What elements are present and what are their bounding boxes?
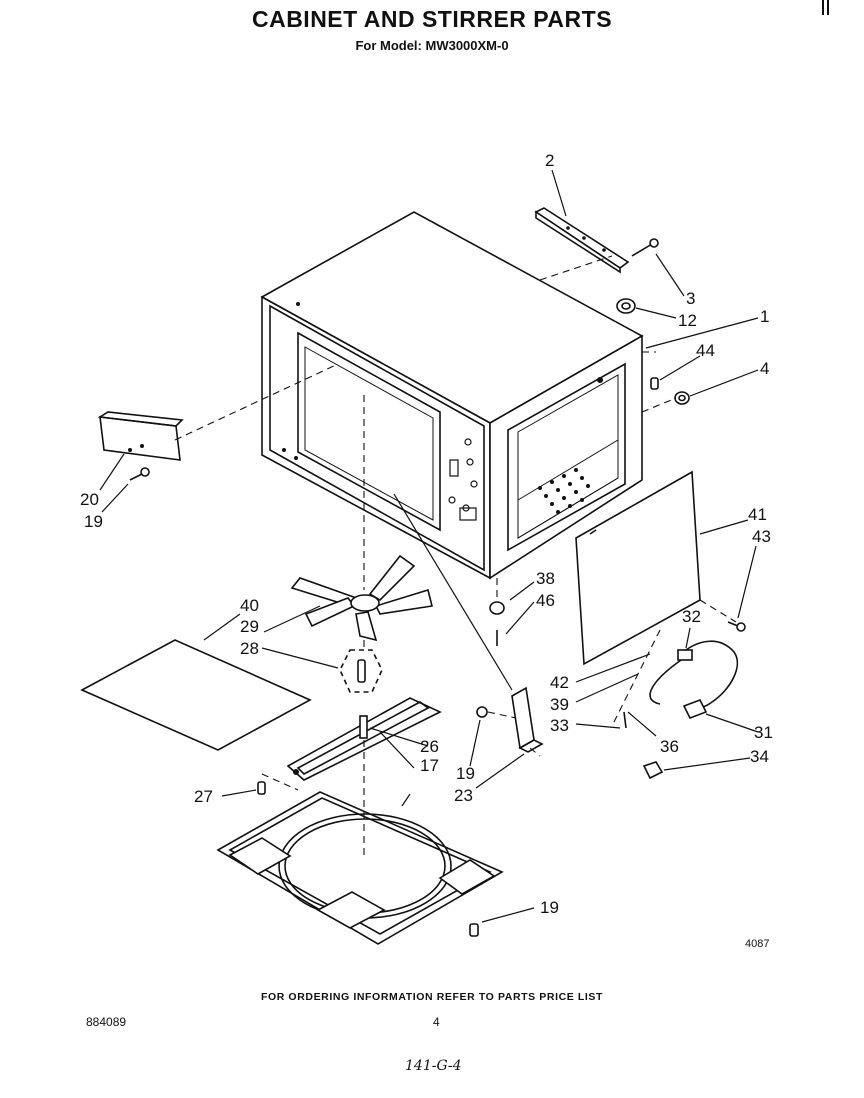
page-title: CABINET AND STIRRER PARTS: [251, 6, 613, 32]
callout: 41: [748, 505, 767, 524]
corner-mark: [820, 0, 832, 16]
callout: 28: [240, 639, 259, 658]
drawing-number: 4087: [745, 938, 770, 950]
guide-line: [393, 493, 513, 691]
callout: 3: [686, 289, 695, 308]
callout: 43: [752, 527, 771, 546]
callout: 34: [750, 747, 769, 766]
callout: 19: [540, 898, 559, 917]
callout: 19: [456, 764, 475, 783]
document-number: 884089: [86, 1015, 127, 1029]
stirrer-cover-28: [339, 649, 383, 693]
panel-holes: [448, 438, 478, 521]
clip-44: [650, 377, 659, 390]
callout: 31: [754, 723, 773, 742]
explode-lines: [174, 255, 737, 860]
callout: 44: [696, 341, 715, 360]
shelf-panel-40: [80, 639, 312, 751]
callout: 26: [420, 737, 439, 756]
callout: 12: [678, 311, 697, 330]
handwritten-note: 141-G-4: [405, 1058, 462, 1074]
top-bracket: [534, 207, 630, 274]
left-bracket-20: [97, 411, 184, 461]
callout: 23: [454, 786, 473, 805]
callout: 46: [536, 591, 555, 610]
callout: 32: [682, 607, 701, 626]
callout: 29: [240, 617, 259, 636]
screw-43: [727, 621, 746, 632]
callout: 33: [550, 716, 569, 735]
callout: 2: [545, 151, 554, 170]
callout: 27: [194, 787, 213, 806]
screw-19-bottom: [469, 923, 479, 937]
strain-relief-34: [642, 761, 664, 780]
callout: 40: [240, 596, 259, 615]
callout: 42: [550, 673, 569, 692]
callout: 4: [760, 359, 769, 378]
power-cord-31: [649, 640, 739, 720]
screw-3: [631, 238, 659, 257]
ordering-instruction: FOR ORDERING INFORMATION REFER TO PARTS …: [260, 991, 604, 1003]
callout: 19: [84, 512, 103, 531]
leader-lines: [99, 169, 759, 923]
model-subtitle: For Model: MW3000XM-0: [355, 38, 509, 53]
callout: 39: [550, 695, 569, 714]
page-number: 4: [433, 1015, 440, 1029]
plug-12: [616, 298, 636, 314]
support-26: [286, 697, 442, 781]
vent-holes: [538, 468, 590, 514]
foot-38: [489, 601, 505, 615]
cabinet-wrapper: [260, 211, 644, 580]
callout: 38: [536, 569, 555, 588]
screw-19-left: [129, 467, 150, 481]
callout: 20: [80, 490, 99, 509]
callout: 17: [420, 756, 439, 775]
nut-4: [674, 391, 690, 405]
screw-27: [257, 781, 266, 795]
screw-19-mid: [476, 706, 488, 718]
callout: 36: [660, 737, 679, 756]
callout: 1: [760, 307, 769, 326]
callout-labels: 2 3 1 12 44 4 20 19 40 29 28 41 43 38 46…: [80, 151, 773, 917]
bracket-23: [511, 686, 544, 753]
stirrer-blade-29: [290, 554, 433, 642]
ground-screw-36: [623, 711, 627, 729]
base-plate-17: [216, 791, 504, 945]
